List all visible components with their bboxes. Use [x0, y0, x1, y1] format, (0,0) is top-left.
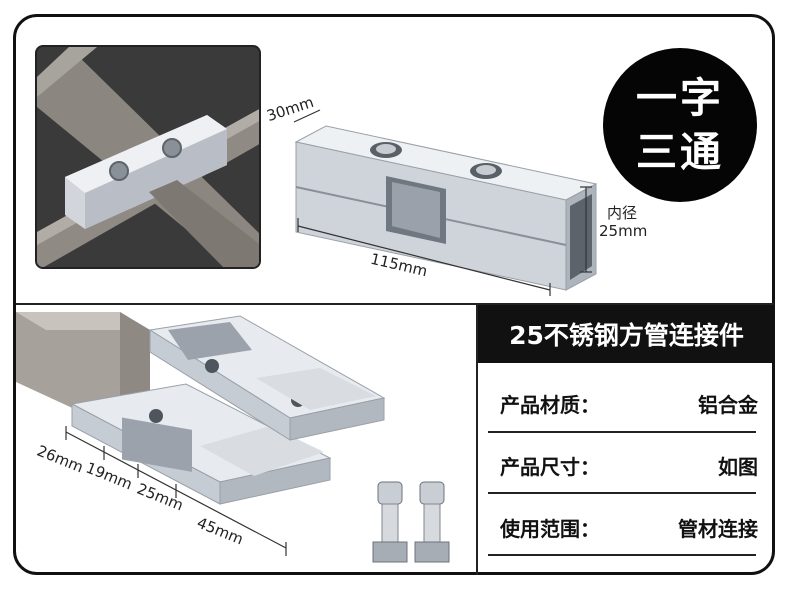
type-badge: 一字 三通	[603, 48, 757, 202]
spec-material-label: 产品材质：	[500, 392, 600, 417]
spec-row-material: 产品材质： 铝合金	[500, 383, 758, 423]
spec-size-value: 如图	[718, 454, 758, 479]
vertical-divider	[476, 305, 478, 575]
spec-divider-2	[488, 492, 756, 494]
horizontal-divider	[16, 303, 774, 305]
spec-row-size: 产品尺寸： 如图	[500, 445, 758, 485]
spec-material-value: 铝合金	[698, 392, 758, 417]
product-title: 25不锈钢方管连接件	[478, 305, 775, 363]
spec-size-label: 产品尺寸：	[500, 454, 600, 479]
dimension-inner-label: 内径	[607, 204, 638, 222]
spec-divider-1	[488, 431, 756, 433]
spec-usage-value: 管材连接	[678, 516, 758, 541]
dimension-inner-value: 25mm	[599, 222, 648, 240]
spec-row-usage: 使用范围： 管材连接	[500, 507, 758, 547]
badge-line-1: 一字	[636, 74, 724, 122]
badge-line-2: 三通	[636, 128, 724, 176]
installed-connector-illustration	[37, 47, 259, 267]
installed-connector-photo	[35, 45, 261, 269]
spec-divider-3	[488, 554, 756, 556]
spec-usage-label: 使用范围：	[500, 516, 600, 541]
